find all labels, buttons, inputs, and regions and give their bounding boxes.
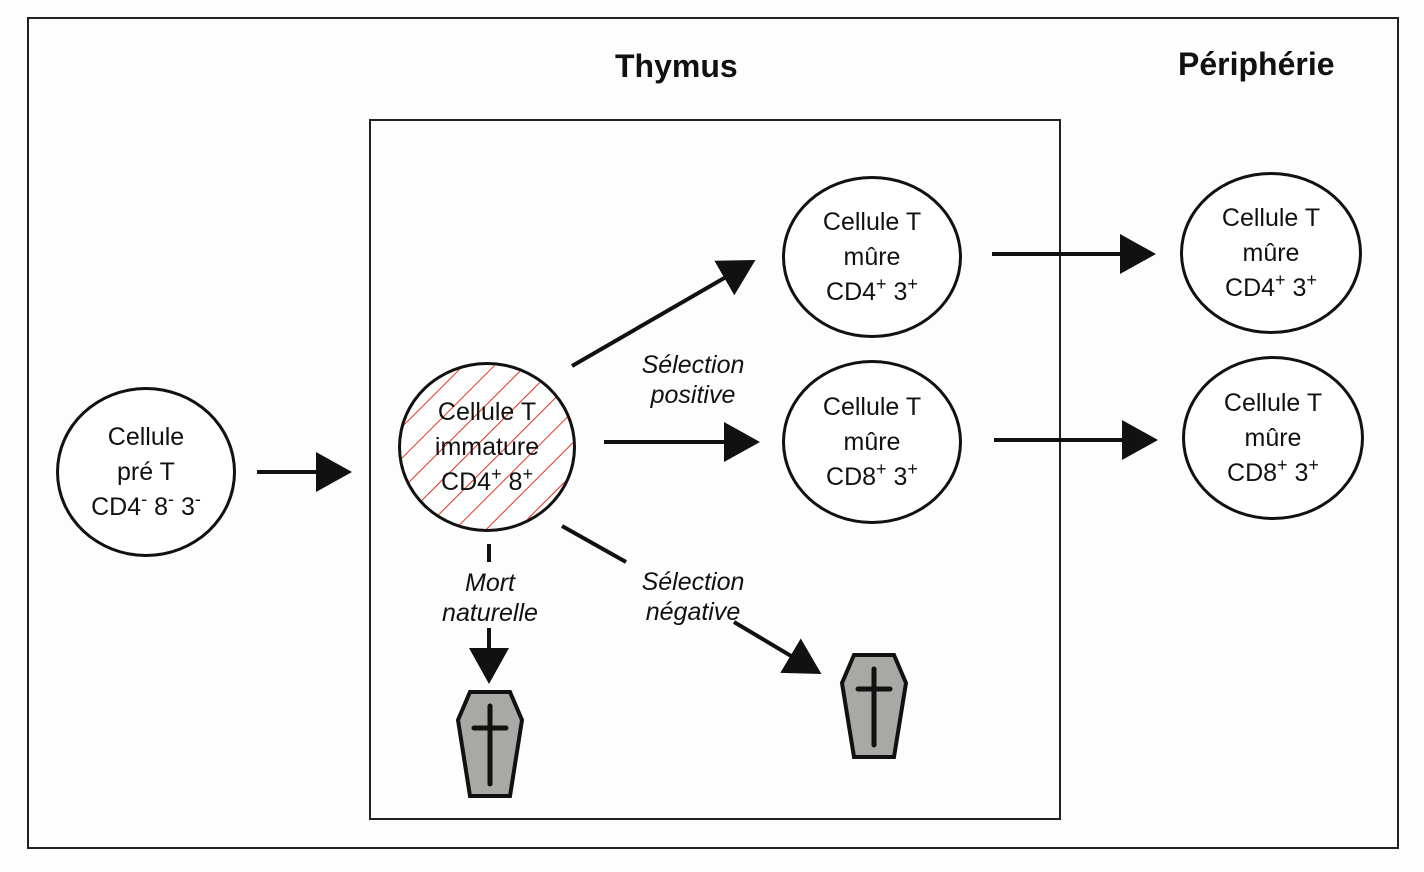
cell-label-line1: Cellule T xyxy=(437,397,537,426)
cell-mature-cd8-thymus: Cellule T mûre CD8+ 3+ xyxy=(782,360,962,524)
hatch-pattern xyxy=(401,365,573,529)
label-selection-positive: Sélection positive xyxy=(641,351,745,409)
cell-label-line2: mûre xyxy=(843,242,901,271)
cell-label-line1: Cellule T xyxy=(822,207,922,236)
cell-markers: CD4- 8- 3- xyxy=(91,488,201,521)
arrow-negative-selection xyxy=(732,620,822,675)
heading-thymus: Thymus xyxy=(615,48,738,84)
cell-mature-cd4-thymus: Cellule T mûre CD4+ 3+ xyxy=(782,176,962,338)
arrow-immature-to-cd4 xyxy=(570,259,756,368)
cell-label-line2: pré T xyxy=(117,457,175,486)
cell-markers: CD8+ 3+ xyxy=(1227,454,1319,487)
cell-immature: Cellule T immature CD4+ 8+ xyxy=(398,362,576,532)
cell-markers: CD8+ 3+ xyxy=(826,458,918,491)
cell-label-line1: Cellule T xyxy=(1221,203,1321,232)
cell-label-line2: mûre xyxy=(843,427,901,456)
cell-pre-t: Cellule pré T CD4- 8- 3- xyxy=(56,387,236,557)
cell-label-line2: mûre xyxy=(1244,423,1302,452)
cell-label-line1: Cellule T xyxy=(822,392,922,421)
outer-frame xyxy=(27,17,1399,849)
cell-label-line2: immature xyxy=(434,432,540,461)
thymus-region xyxy=(369,119,1061,820)
label-selection-negative: Sélection négative xyxy=(641,568,745,626)
cell-label-line2: mûre xyxy=(1242,238,1300,267)
cell-markers: CD4+ 3+ xyxy=(1225,269,1317,302)
cell-label-line1: Cellule T xyxy=(1223,388,1323,417)
coffin-icon xyxy=(839,653,909,759)
cell-mature-cd8-periphery: Cellule T mûre CD8+ 3+ xyxy=(1182,356,1364,520)
cell-markers: CD4+ 8+ xyxy=(441,463,533,496)
heading-peripherie: Périphérie xyxy=(1178,46,1335,82)
cell-markers: CD4+ 3+ xyxy=(826,273,918,306)
coffin-icon xyxy=(455,690,525,798)
cell-mature-cd4-periphery: Cellule T mûre CD4+ 3+ xyxy=(1180,172,1362,334)
line-negative-selection-upper xyxy=(561,524,627,564)
cell-label-line1: Cellule xyxy=(107,422,185,451)
label-mort-naturelle: Mort naturelle xyxy=(442,569,538,627)
